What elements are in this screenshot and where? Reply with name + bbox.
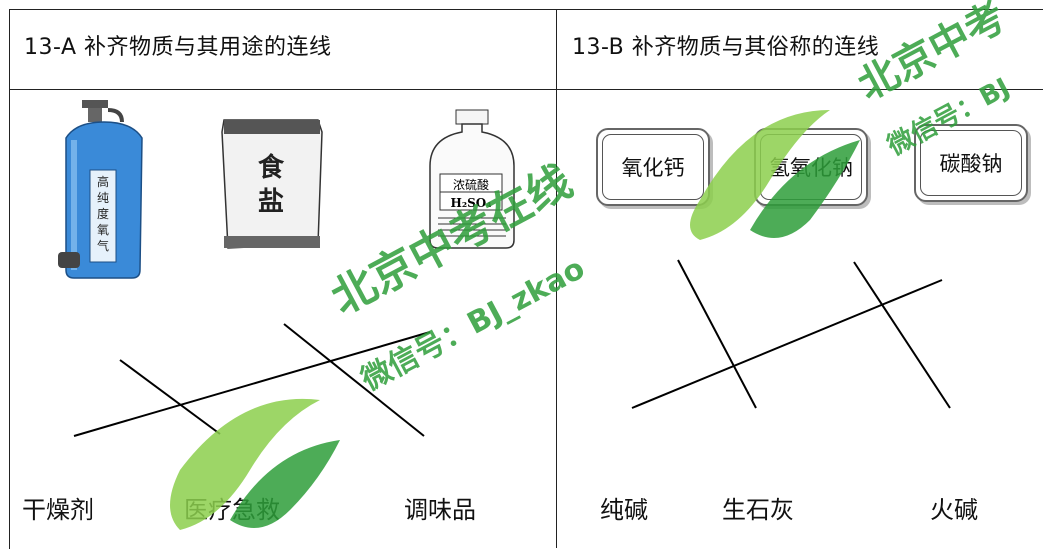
acid-label-name: 浓硫酸 — [453, 177, 489, 192]
common-name-caustic-soda: 火碱 — [930, 496, 978, 524]
line-b1 — [677, 259, 757, 409]
cylinder-char-3: 度 — [97, 206, 109, 221]
use-label-seasoning: 调味品 — [404, 496, 476, 524]
cylinder-char-5: 气 — [97, 238, 109, 253]
salt-bag-icon — [221, 119, 323, 249]
substance-box-na2co3: 碳酸钠 — [914, 124, 1028, 202]
worksheet-table — [9, 9, 1043, 549]
substance-label: 氧化钙 — [602, 134, 704, 200]
header-divider — [9, 89, 1043, 90]
cylinder-char-4: 氧 — [97, 223, 109, 237]
cylinder-char-1: 高 — [97, 174, 109, 189]
oxygen-cylinder-icon — [58, 100, 143, 279]
column-divider — [556, 9, 557, 548]
cylinder-char-2: 纯 — [97, 191, 109, 205]
salt-char-2: 盐 — [258, 187, 284, 217]
acid-bottle-icon — [429, 109, 515, 249]
common-name-soda-ash: 纯碱 — [600, 496, 648, 524]
section-a-title: 13-A 补齐物质与其用途的连线 — [24, 35, 332, 60]
use-label-first-aid: 医疗急救 — [184, 496, 280, 524]
substance-label: 碳酸钠 — [920, 130, 1022, 196]
salt-char-1: 食 — [258, 152, 285, 183]
line-a2 — [73, 331, 431, 437]
line-b3 — [853, 261, 951, 409]
use-label-desiccant: 干燥剂 — [22, 496, 94, 524]
section-b-title: 13-B 补齐物质与其俗称的连线 — [572, 35, 880, 60]
line-a3 — [283, 323, 425, 437]
line-b2 — [631, 279, 943, 409]
acid-label-formula: H₂SO₄ — [451, 196, 492, 210]
common-name-quicklime: 生石灰 — [722, 496, 794, 524]
